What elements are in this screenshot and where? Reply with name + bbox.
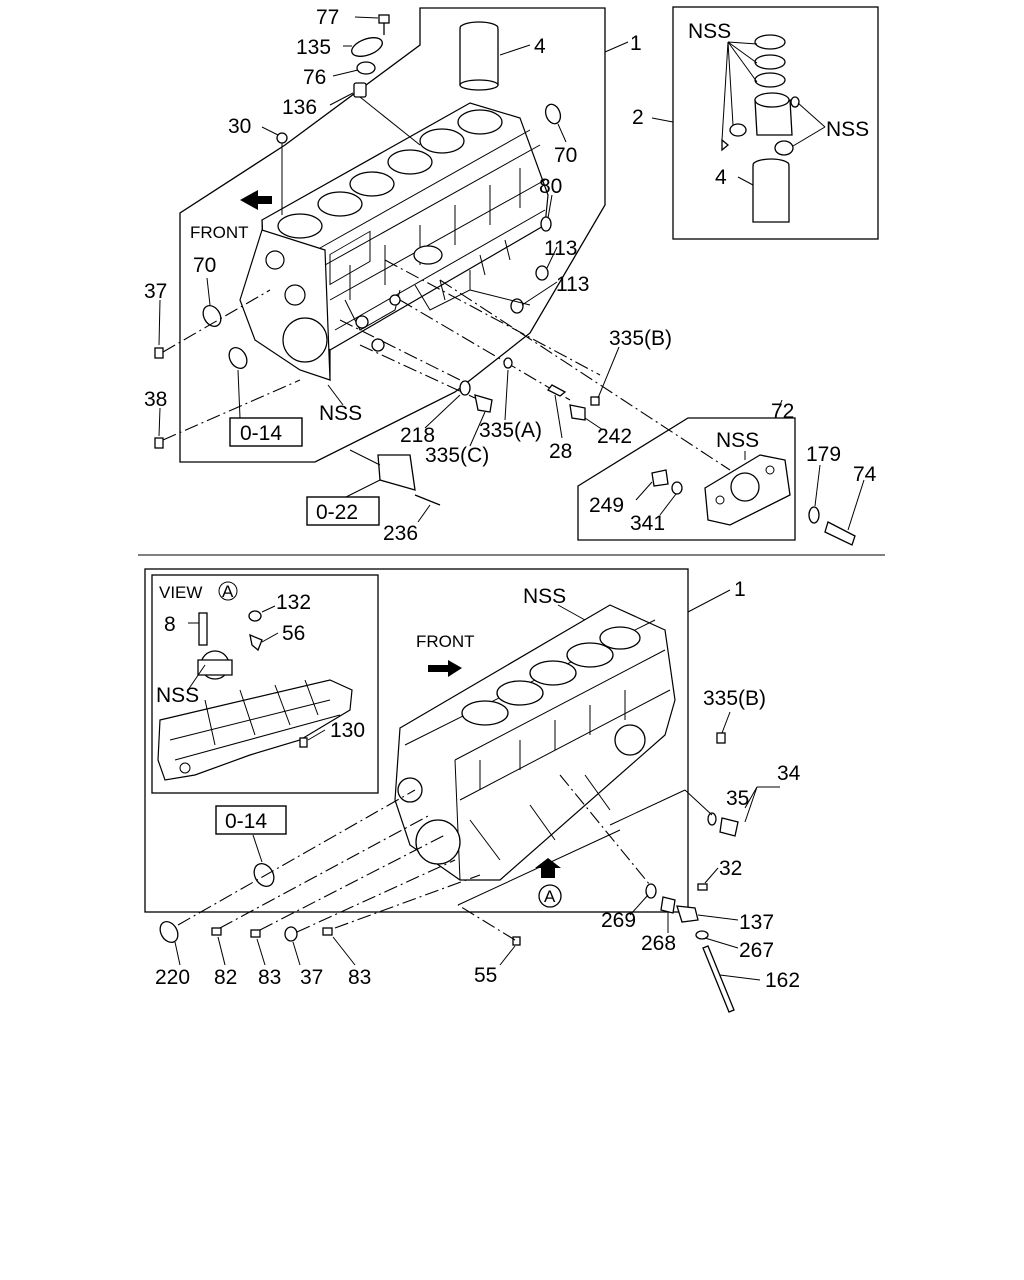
view-a-label-130: 130 xyxy=(330,719,365,742)
lower-label-83-a: 83 xyxy=(258,966,281,989)
ref-box-0-22 xyxy=(306,496,380,526)
lower-label-162: 162 xyxy=(765,969,800,992)
lower-section: 1 NSS FRONT 335(B) 34 35 0-14 32 A 269 2… xyxy=(144,568,801,1013)
lower-label-268: 268 xyxy=(641,932,676,955)
front-arrow-lower-icon xyxy=(428,660,462,677)
label-335a: 335(A) xyxy=(479,419,542,442)
label-335c: 335(C) xyxy=(425,444,489,467)
ref-box-0-14-lower xyxy=(215,805,287,835)
label-74: 74 xyxy=(853,463,877,486)
lower-label-267: 267 xyxy=(739,939,774,962)
lower-frame xyxy=(144,568,689,913)
label-77: 77 xyxy=(316,6,339,29)
label-4: 4 xyxy=(534,35,546,58)
label-113-b: 113 xyxy=(556,273,589,296)
label-2: 2 xyxy=(632,106,644,129)
view-a-label-nss: NSS xyxy=(156,684,199,707)
cylinder-block-upper xyxy=(239,102,549,382)
label-218: 218 xyxy=(400,424,435,447)
label-335b: 335(B) xyxy=(609,327,672,350)
view-a-marker: A xyxy=(544,887,556,906)
lower-label-35: 35 xyxy=(726,787,749,810)
view-a-drawing xyxy=(157,610,353,781)
view-a-title-circle xyxy=(218,581,238,601)
label-113-a: 113 xyxy=(544,237,577,260)
lower-label-137: 137 xyxy=(739,911,774,934)
label-37: 37 xyxy=(144,280,167,303)
inset-parts xyxy=(721,34,826,223)
label-136: 136 xyxy=(282,96,317,119)
label-70-top: 70 xyxy=(554,144,577,167)
front-arrow-icon xyxy=(240,190,272,210)
label-72: 72 xyxy=(771,400,794,423)
cylinder-block-lower xyxy=(394,604,676,908)
ref-0-14-upper: 0-14 xyxy=(240,422,282,445)
lower-label-220: 220 xyxy=(155,966,190,989)
lower-front-label: FRONT xyxy=(416,632,475,651)
label-341: 341 xyxy=(630,512,665,535)
view-a-label-8: 8 xyxy=(164,613,176,636)
label-nss-cover: NSS xyxy=(716,429,759,452)
label-249: 249 xyxy=(589,494,624,517)
cover-frame xyxy=(577,417,796,541)
inset-label-nss-top: NSS xyxy=(688,20,731,43)
lower-label-335b: 335(B) xyxy=(703,687,766,710)
label-179: 179 xyxy=(806,443,841,466)
inset-frame xyxy=(672,6,879,240)
lower-label-32: 32 xyxy=(719,857,742,880)
lower-label-34: 34 xyxy=(777,762,801,785)
view-a-title-marker: A xyxy=(222,582,234,601)
ref-box-0-14-upper xyxy=(229,417,303,447)
upper-leaders xyxy=(158,16,865,531)
label-242: 242 xyxy=(597,425,632,448)
lower-label-1: 1 xyxy=(734,578,746,601)
upper-frame xyxy=(179,7,606,463)
upper-labels: 77 135 76 136 4 1 30 70 80 113 113 FRONT… xyxy=(144,6,877,545)
lower-leaders xyxy=(174,589,780,981)
lower-label-269: 269 xyxy=(601,909,636,932)
label-80: 80 xyxy=(539,175,562,198)
view-a-label-132: 132 xyxy=(276,591,311,614)
label-28: 28 xyxy=(549,440,572,463)
front-label: FRONT xyxy=(190,223,249,242)
label-135: 135 xyxy=(296,36,331,59)
lower-label-nss-top: NSS xyxy=(523,585,566,608)
lower-label-55: 55 xyxy=(474,964,497,987)
label-76: 76 xyxy=(303,66,326,89)
label-30: 30 xyxy=(228,115,251,138)
view-a-arrow-icon xyxy=(535,858,561,878)
lower-label-83-b: 83 xyxy=(348,966,371,989)
view-a-label-56: 56 xyxy=(282,622,305,645)
label-70-left: 70 xyxy=(193,254,216,277)
lower-labels: 1 NSS FRONT 335(B) 34 35 0-14 32 A 269 2… xyxy=(155,578,801,992)
inset-label-4: 4 xyxy=(715,166,727,189)
label-1: 1 xyxy=(630,32,642,55)
label-38: 38 xyxy=(144,388,167,411)
view-a-title: VIEW xyxy=(159,583,202,602)
label-nss-block: NSS xyxy=(319,402,362,425)
ref-0-22: 0-22 xyxy=(316,501,358,524)
lower-label-37: 37 xyxy=(300,966,323,989)
top-parts xyxy=(154,14,731,506)
ref-0-14-lower: 0-14 xyxy=(225,810,267,833)
view-a-frame xyxy=(151,574,379,794)
lower-parts xyxy=(159,732,739,1013)
upper-section: 77 135 76 136 4 1 30 70 80 113 113 FRONT… xyxy=(144,6,879,546)
inset-label-nss-right: NSS xyxy=(826,118,869,141)
label-236: 236 xyxy=(383,522,418,545)
cover-parts xyxy=(651,454,856,546)
lower-label-82: 82 xyxy=(214,966,237,989)
